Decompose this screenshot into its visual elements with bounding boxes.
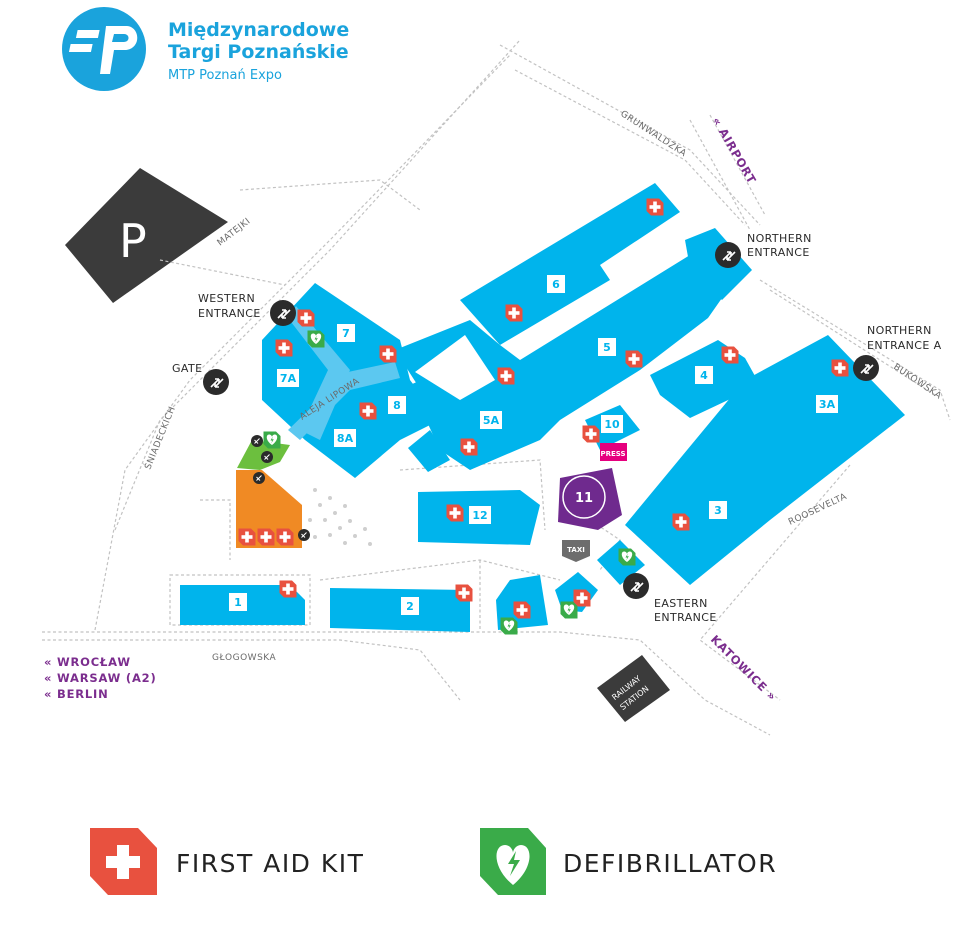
hall-11-label: 11 (575, 491, 593, 506)
legend: FIRST AID KIT DEFIBRILLATOR (90, 828, 777, 895)
northern-entrance-label-line2: ENTRANCE (747, 246, 810, 259)
first-aid-icon[interactable] (646, 198, 664, 216)
hall-11: 11 (558, 468, 622, 530)
small-entrance-icon[interactable] (260, 450, 274, 464)
small-entrance-icon[interactable] (250, 434, 264, 448)
first-aid-icon[interactable] (446, 504, 464, 522)
northern-entrance-a-icon[interactable] (852, 354, 880, 382)
northern-entrance-icon[interactable] (714, 241, 742, 269)
hall-10-label: 10 (604, 418, 620, 431)
gate-label: GATE (172, 362, 202, 375)
defibrillator-icon[interactable] (500, 617, 518, 635)
brand-name-line2: Targi Poznańskie (168, 41, 349, 63)
first-aid-icon[interactable] (573, 589, 591, 607)
first-aid-icon[interactable] (359, 402, 377, 420)
defibrillator-icon[interactable] (307, 330, 325, 348)
northern-entrance-label-line1: NORTHERN (747, 232, 812, 245)
defibrillator-icon[interactable] (263, 431, 281, 449)
legend-defibrillator: DEFIBRILLATOR (480, 828, 777, 895)
street-sniadeckich: ŚNIADECKICH (142, 404, 178, 471)
first-aid-icon[interactable] (276, 528, 294, 546)
hall-2 (330, 588, 470, 632)
taxi-label: TAXI (567, 546, 585, 554)
hall-7-label: 7 (342, 327, 350, 340)
first-aid-icon[interactable] (831, 359, 849, 377)
dotted-plaza (308, 488, 372, 546)
first-aid-icon[interactable] (257, 528, 275, 546)
first-aid-icon[interactable] (297, 309, 315, 327)
first-aid-icon[interactable] (513, 601, 531, 619)
first-aid-icon[interactable] (238, 528, 256, 546)
street-grunwaldzka: GRUNWALDZKA (618, 109, 688, 159)
hall-4-label: 4 (700, 369, 708, 382)
street-bukowska: BUKOWSKA (891, 362, 943, 402)
eastern-entrance-label-line2: ENTRANCE (654, 611, 717, 624)
direction-katowice: KATOWICE » (708, 632, 780, 704)
small-entrance-icon[interactable] (252, 471, 266, 485)
street-glogowska: GŁOGOWSKA (212, 653, 277, 663)
hall-6-label: 6 (552, 278, 560, 291)
western-entrance-icon[interactable] (269, 299, 297, 327)
legend-first-aid-label: FIRST AID KIT (176, 849, 364, 878)
western-entrance-label-line2: ENTRANCE (198, 307, 261, 320)
northern-entrance-a-label-line1: NORTHERN (867, 324, 932, 337)
first-aid-icon[interactable] (460, 438, 478, 456)
first-aid-icon[interactable] (497, 367, 515, 385)
first-aid-icon[interactable] (455, 584, 473, 602)
hall-cutout (415, 335, 495, 400)
first-aid-icon[interactable] (279, 580, 297, 598)
first-aid-icon[interactable] (625, 350, 643, 368)
defibrillator-icon[interactable] (560, 601, 578, 619)
press-label: PRESS (600, 450, 625, 458)
first-aid-icon[interactable] (582, 425, 600, 443)
eastern-entrance-label-line1: EASTERN (654, 597, 708, 610)
northern-entrance-a-label-line2: ENTRANCE A (867, 339, 942, 352)
legend-defibrillator-label: DEFIBRILLATOR (563, 849, 777, 878)
hall-2-label: 2 (406, 600, 414, 613)
defibrillator-icon[interactable] (618, 548, 636, 566)
first-aid-icon[interactable] (721, 346, 739, 364)
hall-north-block (685, 228, 752, 300)
railway-station: RAILWAY STATION (597, 655, 670, 722)
hall-12-label: 12 (472, 509, 487, 522)
hall-1-label: 1 (234, 596, 242, 609)
hall-8a-label: 8A (337, 432, 354, 445)
direction-warsaw: « WARSAW (A2) (44, 671, 157, 685)
direction-berlin: « BERLIN (44, 687, 109, 701)
parking-area: P (65, 168, 228, 303)
small-entrance-icon[interactable] (297, 528, 311, 542)
first-aid-icon[interactable] (672, 513, 690, 531)
direction-airport: « AIRPORT (709, 115, 759, 187)
first-aid-icon[interactable] (379, 345, 397, 363)
first-aid-icon[interactable] (505, 304, 523, 322)
press-point: PRESS (600, 443, 627, 461)
hall-tags: 6 7 7A 8 8A 5A 5 4 3A 3 10 12 1 2 (229, 275, 838, 615)
hall-3-label: 3 (714, 504, 722, 517)
taxi-point: TAXI (562, 540, 590, 562)
hall-8-label: 8 (393, 399, 401, 412)
mtp-logo: Międzynarodowe Targi Poznańskie MTP Pozn… (62, 7, 349, 91)
brand-name-line1: Międzynarodowe (168, 19, 349, 41)
gate-entrance-icon[interactable] (202, 368, 230, 396)
legend-first-aid: FIRST AID KIT (90, 828, 364, 895)
brand-subname: MTP Poznań Expo (168, 68, 282, 83)
hall-7a-label: 7A (280, 372, 297, 385)
direction-wroclaw: « WROCŁAW (44, 655, 131, 669)
western-entrance-label-line1: WESTERN (198, 292, 255, 305)
hall-3a-label: 3A (819, 398, 836, 411)
hall-small-8a (408, 430, 450, 472)
eastern-entrance-icon[interactable] (622, 572, 650, 600)
hall-5-label: 5 (603, 341, 611, 354)
hall-5a-label: 5A (483, 414, 500, 427)
first-aid-icon[interactable] (275, 339, 293, 357)
parking-label: P (119, 214, 147, 268)
